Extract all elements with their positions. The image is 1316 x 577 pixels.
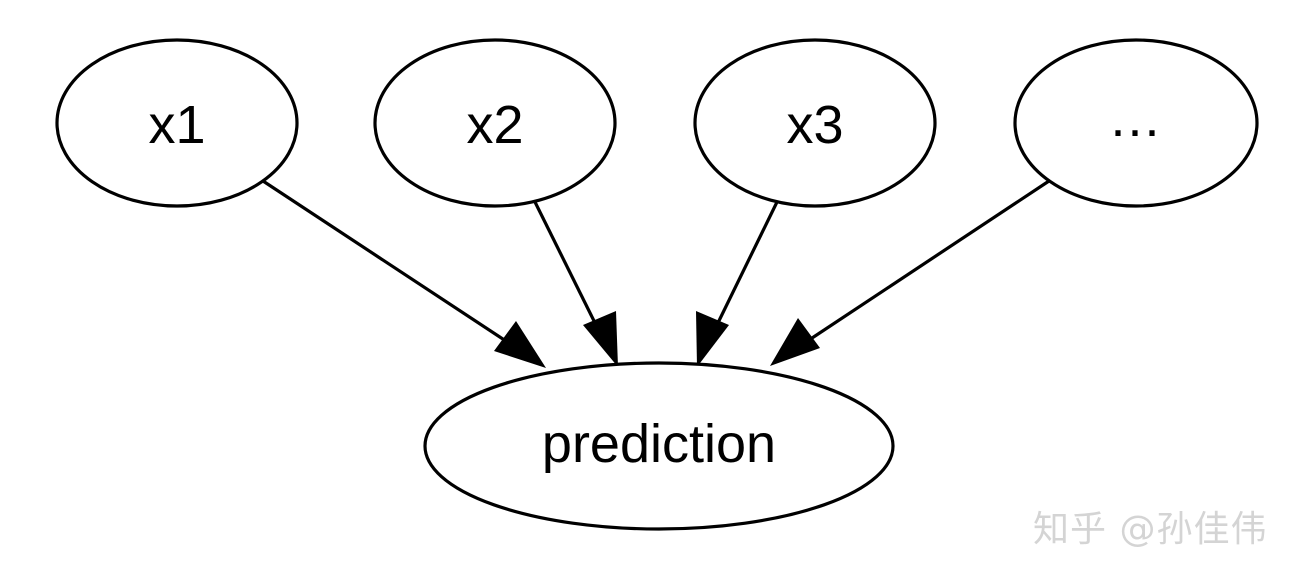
node-shape — [55, 38, 299, 208]
edge-dots-to-prediction[interactable] — [770, 179, 1050, 366]
watermark-text: 知乎 @孙佳伟 — [1033, 509, 1268, 550]
arrowhead-icon — [696, 311, 729, 367]
node-group: x1 x2 x3 ... prediction — [55, 38, 1259, 531]
edge-line — [533, 201, 601, 332]
edge-line — [262, 179, 519, 351]
node-shape — [693, 38, 937, 208]
node-ellipsis[interactable]: ... — [1013, 38, 1259, 208]
node-x3[interactable]: x3 — [693, 38, 937, 208]
edge-line — [799, 179, 1050, 348]
node-label-x2: x2 — [466, 95, 523, 155]
node-shape — [373, 38, 617, 208]
edge-group — [262, 179, 1050, 368]
edge-x2-to-prediction[interactable] — [533, 201, 618, 367]
edge-line — [712, 201, 779, 332]
node-label-prediction: prediction — [542, 414, 776, 474]
node-label-ellipsis: ... — [1110, 88, 1161, 148]
node-label-x3: x3 — [786, 95, 843, 155]
arrowhead-icon — [494, 321, 546, 368]
node-x2[interactable]: x2 — [373, 38, 617, 208]
edge-x1-to-prediction[interactable] — [262, 179, 546, 368]
arrowhead-icon — [583, 311, 618, 367]
edge-x3-to-prediction[interactable] — [696, 201, 779, 367]
node-label-x1: x1 — [148, 95, 205, 155]
node-prediction[interactable]: prediction — [423, 361, 895, 531]
arrowhead-icon — [770, 318, 820, 366]
node-shape — [423, 361, 895, 531]
node-x1[interactable]: x1 — [55, 38, 299, 208]
node-shape — [1013, 38, 1259, 208]
